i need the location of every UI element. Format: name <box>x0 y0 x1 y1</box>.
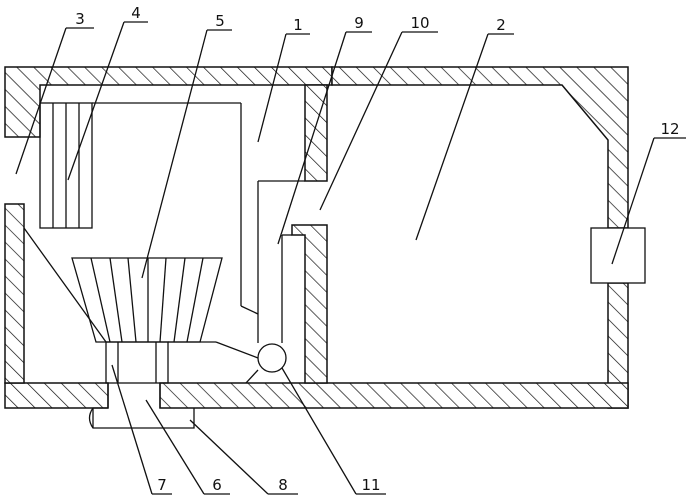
filter-element <box>39 102 93 229</box>
label-9: 9 <box>354 14 364 32</box>
label-2: 2 <box>496 16 506 34</box>
label-11: 11 <box>361 476 380 494</box>
motor-outlet <box>105 341 169 408</box>
label-7: 7 <box>157 476 167 494</box>
label-8: 8 <box>278 476 288 494</box>
valve-ball <box>257 343 287 373</box>
lower-partition <box>291 224 328 384</box>
sensor-box <box>590 227 646 284</box>
impeller <box>71 257 223 343</box>
left-wall-lower <box>4 203 25 384</box>
label-5: 5 <box>215 12 225 30</box>
bottom-wall-right <box>159 382 629 409</box>
housing-walls <box>4 66 629 409</box>
collecting-funnel <box>23 227 107 343</box>
label-6: 6 <box>212 476 222 494</box>
label-4: 4 <box>131 4 141 22</box>
label-10: 10 <box>410 14 429 32</box>
bottom-wall-left <box>4 382 109 409</box>
drain-pipe <box>88 407 195 429</box>
top-wall-left <box>4 66 333 138</box>
top-wall-right <box>331 66 629 229</box>
label-12: 12 <box>660 120 679 138</box>
label-1: 1 <box>293 16 303 34</box>
label-3: 3 <box>75 10 85 28</box>
leader-lines <box>15 21 686 495</box>
part-labels: 3 4 5 1 9 10 2 12 7 6 8 11 <box>75 4 679 494</box>
flow-channel <box>92 102 305 384</box>
